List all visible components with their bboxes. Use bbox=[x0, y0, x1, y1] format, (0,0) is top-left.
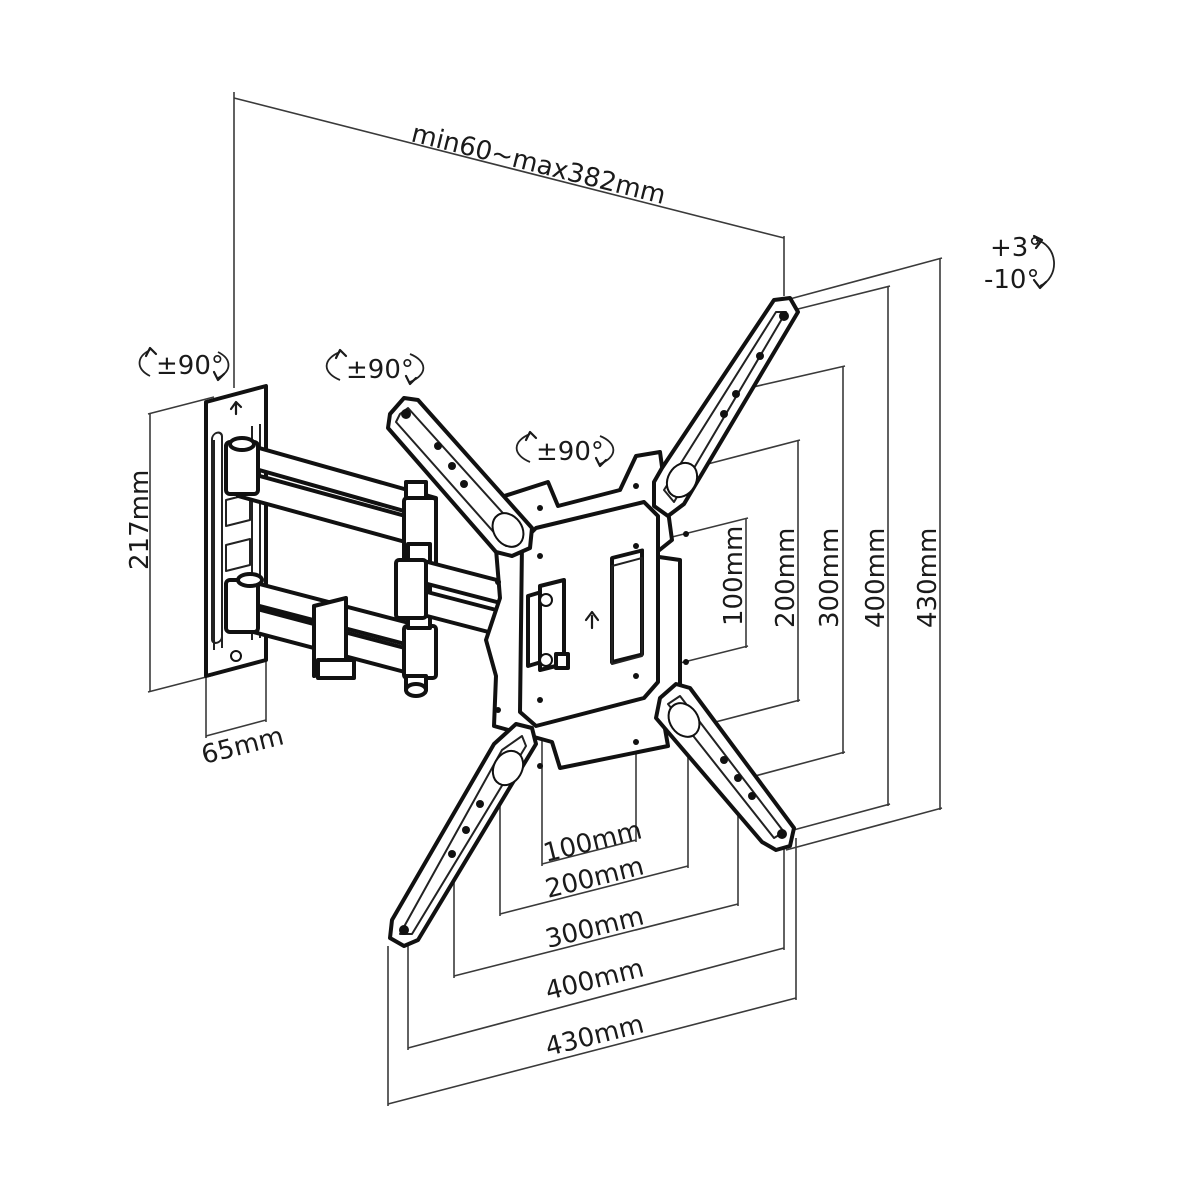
arm-swivel-label: ±90° bbox=[346, 355, 414, 385]
vesa-height-100-label: 100mm bbox=[719, 526, 749, 626]
rotation-indicators bbox=[138, 234, 1055, 468]
vesa-height-400-label: 400mm bbox=[861, 528, 891, 628]
vesa-arms bbox=[386, 296, 800, 948]
extension-label: min60~max382mm bbox=[408, 119, 668, 211]
vesa-width-300-label: 300mm bbox=[542, 901, 647, 954]
vesa-height-300-label: 300mm bbox=[815, 528, 845, 628]
rotate-arrow-icon bbox=[138, 349, 151, 377]
plate-rotation-label: ±90° bbox=[536, 437, 604, 467]
vesa-height-430-label: 430mm bbox=[913, 528, 943, 628]
tilt-down-label: -10° bbox=[984, 265, 1039, 295]
rotate-arrow-icon bbox=[325, 351, 341, 381]
wall-swivel-label: ±90° bbox=[156, 351, 224, 381]
wall-plate-depth-label: 65mm bbox=[198, 721, 287, 770]
tilt-up-label: +3° bbox=[990, 233, 1041, 263]
rotate-arrow-icon bbox=[515, 433, 531, 463]
vesa-width-430-label: 430mm bbox=[542, 1009, 647, 1062]
tv-bracket bbox=[484, 450, 689, 770]
dimension-lines bbox=[147, 92, 943, 1106]
articulating-arm bbox=[224, 436, 522, 698]
vesa-height-200-label: 200mm bbox=[771, 528, 801, 628]
wall-plate-height-label: 217mm bbox=[125, 470, 155, 570]
